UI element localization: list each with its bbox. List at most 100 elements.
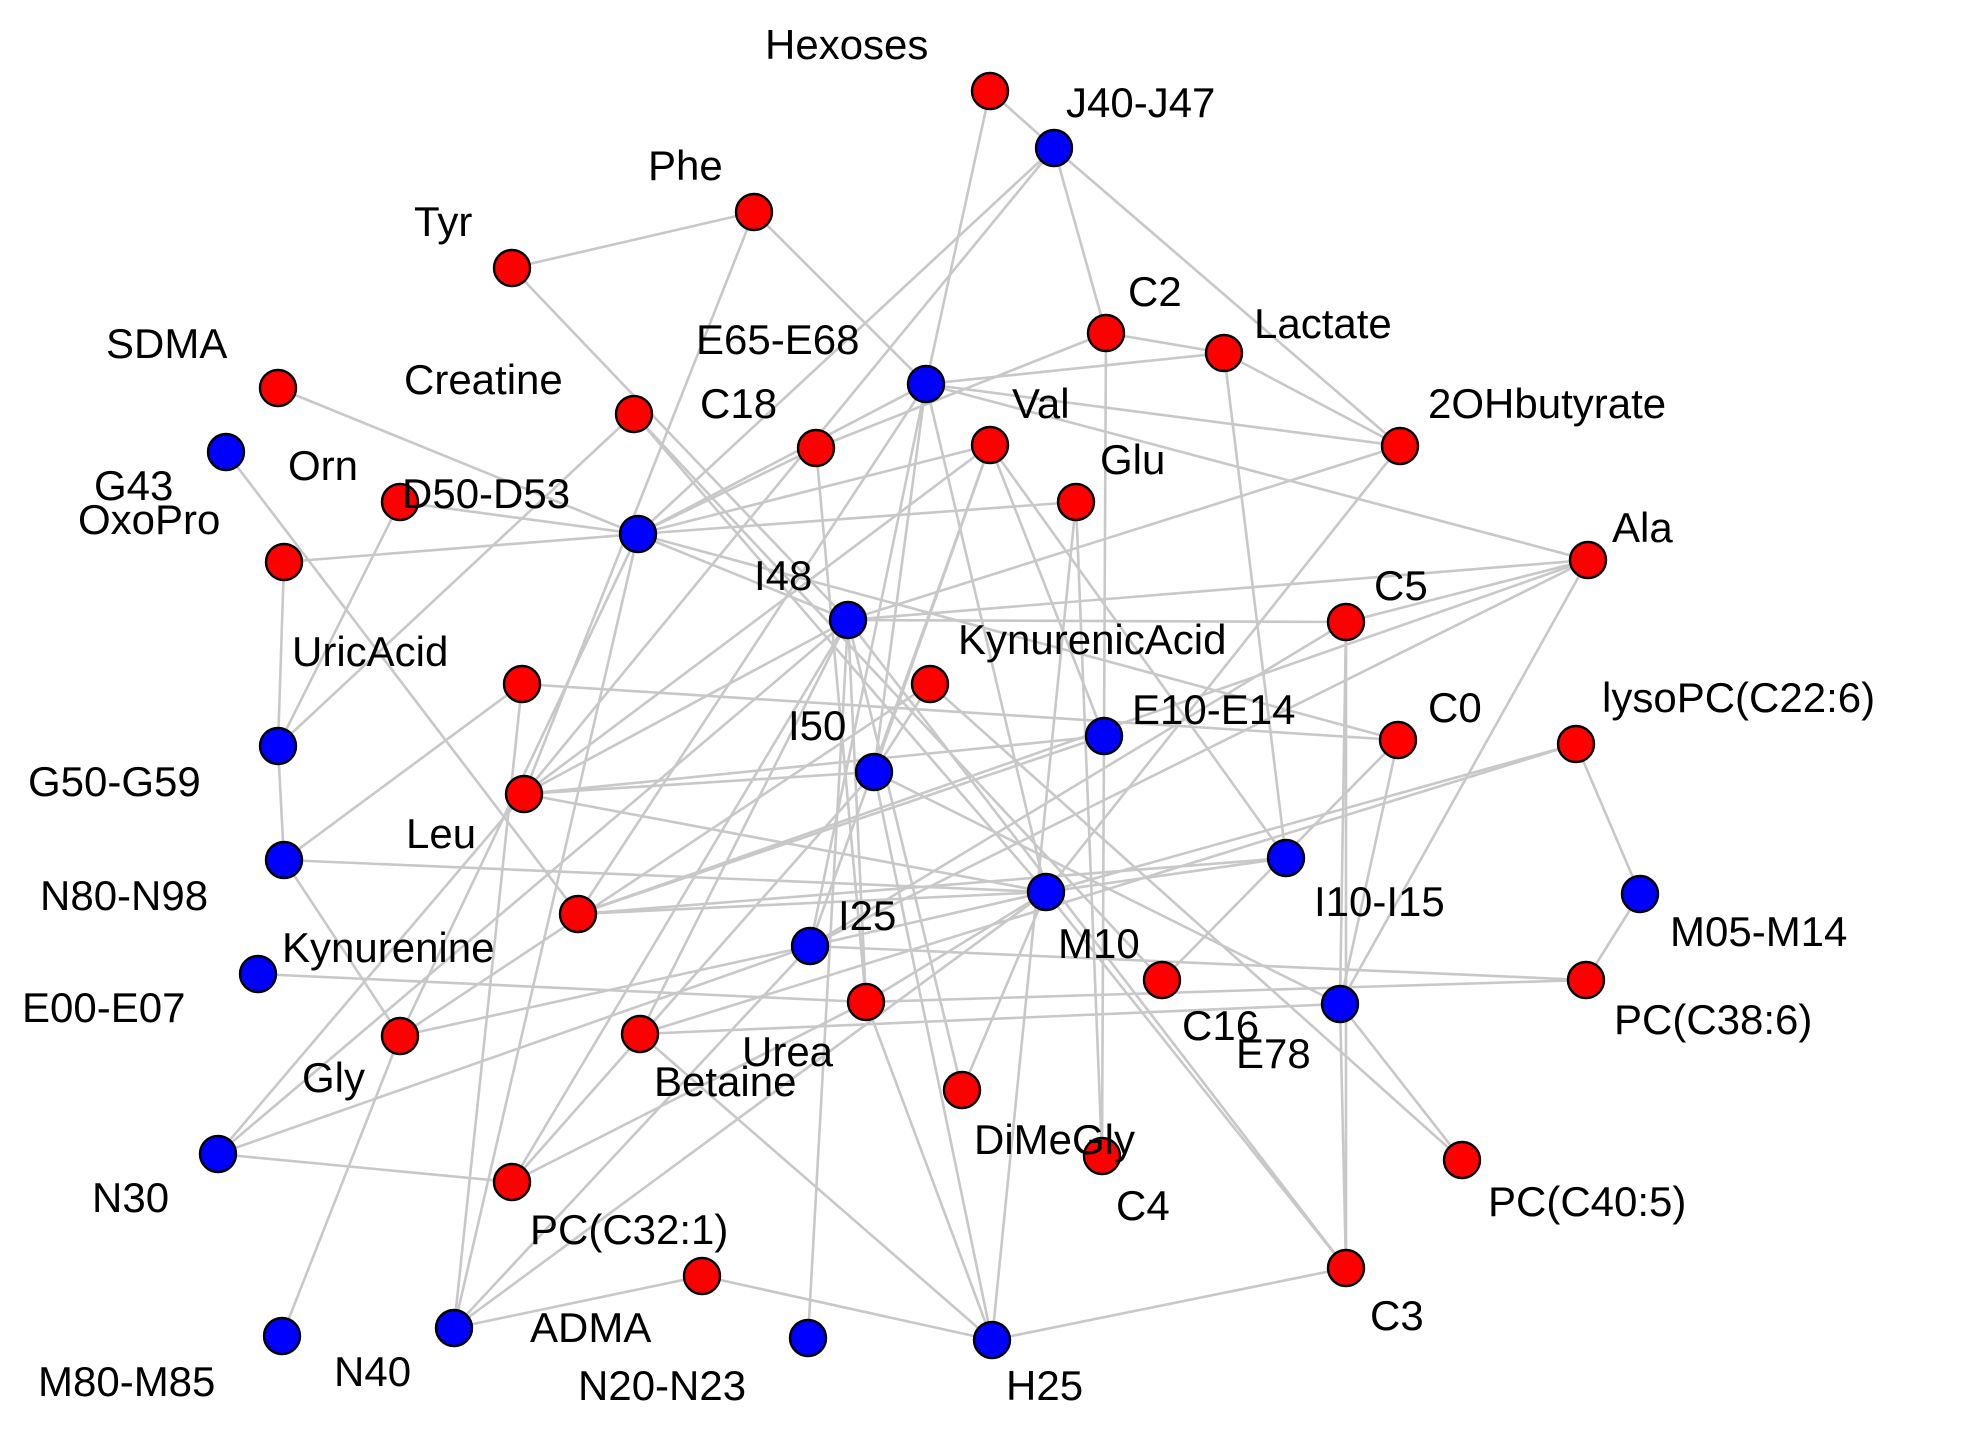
node-label-creatine: Creatine [404,356,563,403]
node-label-leu: Leu [406,810,476,857]
node-label-e78: E78 [1236,1030,1311,1077]
node-label-kynurenicacid: KynurenicAcid [958,616,1226,663]
node-pc-c40-5 [1442,1140,1482,1180]
node-label-pc-c32-1: PC(C32:1) [530,1206,728,1253]
edge-i48-to-c3 [846,619,1348,1269]
node-e65-e68 [906,364,946,404]
edge-creatine-to-c16 [633,413,1163,981]
edge-m10-to-urea [865,890,1047,1004]
node-uricacid [502,664,542,704]
node-label-i10-i15: I10-I15 [1314,878,1445,925]
node-label-n30: N30 [92,1174,169,1221]
edge-ala-to-c5 [1345,558,1589,624]
edge-e65-e68-to-m10 [924,383,1048,893]
edge-m10-to-n40 [453,890,1047,1330]
node-label-tyr: Tyr [414,198,472,245]
edge-kynurenine-to-i10-i15 [577,856,1287,916]
edge-j40-j47-to-d50-d53 [637,147,1055,535]
edge-orn-to-d50-d53 [399,500,639,536]
edge-betaine-to-h25 [639,1033,993,1341]
node-label-gly: Gly [302,1054,365,1101]
node-label-pc-c38-6: PC(C38:6) [1614,996,1812,1043]
node-c18 [796,428,836,468]
node-c2 [1086,313,1126,353]
edge-val-to-i50 [872,444,992,773]
edge-g43-to-kynurenine [224,451,580,915]
edge-adma-to-h25 [701,1274,993,1342]
edge-c2-to-lactate [1105,331,1225,355]
node-label-n80-n98: N80-N98 [40,872,208,919]
node-label-hexoses: Hexoses [765,21,928,68]
node-tyr [492,248,532,288]
edge-orn-to-g50-g59 [276,501,402,747]
node-label-g50-g59: G50-G59 [28,758,201,805]
edge-d50-d53-to-c0 [637,532,1399,742]
node-label-ala: Ala [1612,504,1673,551]
edge-val-to-d50-d53 [637,443,991,536]
edge-c2-to-e10-e14 [1102,332,1108,737]
edge-glu-to-c4 [1074,501,1104,1157]
node-leu [504,774,544,814]
node-n20-n23 [788,1318,828,1358]
edge-i48-to-n20-n23 [806,619,850,1339]
edge-i48-to-leu [523,618,849,796]
node-label-n20-n23: N20-N23 [578,1362,746,1409]
edge-glu-to-d50-d53 [637,500,1077,536]
edge-kynurenicacid-to-gly [399,682,931,1038]
edge-i48-to-n30 [217,619,849,1155]
node-label-d50-d53: D50-D53 [402,470,570,517]
node-label-h25: H25 [1006,1362,1083,1409]
node-c0 [1378,720,1418,760]
node-sdma [258,368,298,408]
edge-n30-to-leu [217,793,525,1155]
node-m05-m14 [1620,874,1660,914]
node-m10 [1026,872,1066,912]
edge-i25-to-n40 [453,945,811,1329]
edge-n30-to-i25 [217,944,811,1156]
node-label-sdma: SDMA [106,320,227,367]
edge-lactate-to-i10-i15 [1222,352,1288,859]
edge-e65-e68-to-2ohbutyrate [925,382,1401,448]
edge-c2-to-c18 [815,331,1107,450]
edge-j40-j47-to-c2 [1052,147,1108,334]
edge-e10-e14-to-kynurenine [577,734,1105,916]
edge-lysopc-c22-6-to-m05-m14 [1574,743,1642,895]
node-label-g43: G43 [94,462,173,509]
node-label-pc-c40-5: PC(C40:5) [1488,1178,1686,1225]
node-g50-g59 [258,726,298,766]
edge-ala-to-i48 [847,558,1589,622]
edge-m10-to-c3 [1044,891,1348,1269]
node-label-c16: C16 [1182,1002,1259,1049]
edge-h25-to-c3 [991,1266,1347,1342]
node-label-c18: C18 [700,380,777,427]
node-g43 [206,432,246,472]
node-label-m80-m85: M80-M85 [38,1358,215,1405]
edge-i48-to-pc-c32-1 [510,619,850,1183]
edge-e00-e07-to-urea [257,972,867,1004]
node-label-e00-e07: E00-E07 [22,984,185,1031]
node-label-i48: I48 [754,552,812,599]
label-layer: HexosesJ40-J47PheTyrC2LactateE65-E68SDMA… [22,21,1875,1409]
node-c16 [1142,960,1182,1000]
edge-e65-e68-to-i50 [872,383,928,773]
edge-d50-d53-to-oxopro [283,532,639,564]
node-adma [682,1256,722,1296]
edge-gly-to-m80-m85 [280,1035,402,1337]
node-h25 [972,1320,1012,1360]
node-label-betaine: Betaine [654,1058,796,1105]
edge-e78-to-pc-c40-5 [1338,1003,1464,1161]
node-c3 [1326,1248,1366,1288]
edge-i48-to-betaine [638,619,850,1035]
edge-leu-to-m10 [523,792,1047,894]
edge-e65-e68-to-kynurenine [576,383,928,915]
edge-i48-to-dimegly [846,619,964,1091]
edge-adma-to-n40 [453,1274,703,1330]
edge-m10-to-i25 [809,890,1047,948]
node-val [970,425,1010,465]
node-n40 [434,1308,474,1348]
node-ala [1568,540,1608,580]
node-kynurenicacid [910,664,950,704]
node-e78 [1320,984,1360,1024]
node-label-adma: ADMA [530,1304,651,1351]
node-label-i50: I50 [788,702,846,749]
